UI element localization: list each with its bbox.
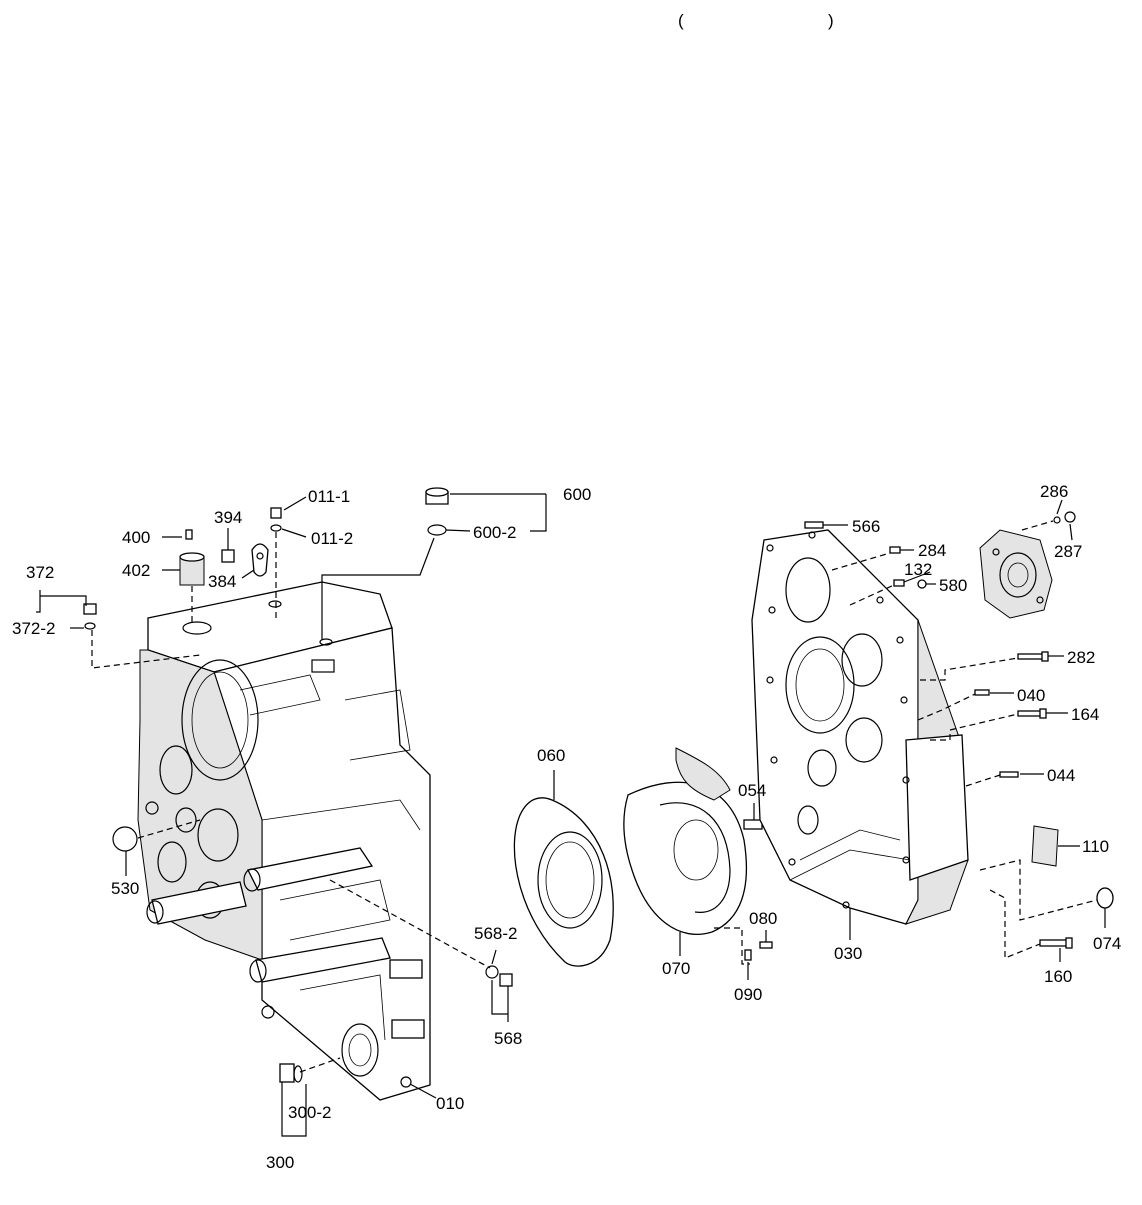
label-384: 384 (208, 572, 236, 591)
pump-housing (979, 529, 1053, 619)
bolt-282 (1017, 651, 1049, 662)
leader-090-dash (714, 927, 750, 965)
label-160: 160 (1044, 967, 1072, 986)
sleeve-402 (179, 552, 205, 586)
oring-568-2 (485, 965, 499, 979)
cap-074 (1096, 887, 1114, 909)
bolt-284 (889, 546, 901, 554)
label-080: 080 (749, 909, 777, 928)
transmission-cover-030 (751, 529, 969, 925)
label-164: 164 (1071, 705, 1099, 724)
label-566: 566 (852, 517, 880, 536)
leader-lines-right (823, 499, 1106, 962)
oring-530 (112, 826, 138, 852)
label-011-2: 011-2 (311, 529, 353, 548)
leader-lines-left (36, 493, 547, 1137)
label-580: 580 (939, 576, 967, 595)
label-530: 530 (111, 879, 139, 898)
label-372-2: 372-2 (12, 619, 55, 638)
screw-090 (744, 949, 752, 961)
screw-080 (759, 941, 773, 949)
washer-011-2 (270, 524, 282, 532)
label-030: 030 (834, 944, 862, 963)
header-fragment-left: ( (678, 11, 684, 30)
plug-600 (425, 487, 449, 505)
bracket-384 (251, 543, 269, 577)
bolt-011-1 (270, 507, 282, 519)
label-286: 286 (1040, 482, 1068, 501)
bolt-132 (893, 579, 905, 587)
cover-070 (623, 747, 748, 936)
label-040: 040 (1017, 686, 1045, 705)
label-402: 402 (122, 561, 150, 580)
label-568: 568 (494, 1029, 522, 1048)
label-011-1: 011-1 (308, 487, 350, 506)
label-300: 300 (266, 1153, 294, 1172)
bolt-160 (1039, 937, 1073, 949)
label-074: 074 (1093, 934, 1121, 953)
plug-300 (279, 1063, 295, 1083)
header-fragment-right: ) (828, 11, 834, 30)
washer-286 (1053, 516, 1061, 524)
pin-566 (804, 521, 824, 529)
label-394: 394 (214, 508, 242, 527)
screw-400 (185, 529, 193, 540)
label-132: 132 (904, 560, 932, 579)
label-010: 010 (436, 1094, 464, 1113)
plug-568 (499, 973, 513, 987)
label-400: 400 (122, 528, 150, 547)
label-600-2: 600-2 (473, 523, 516, 542)
washer-372-2 (84, 622, 96, 630)
label-054: 054 (738, 781, 766, 800)
label-070: 070 (662, 959, 690, 978)
bolt-040 (974, 689, 990, 696)
seal-300-2 (293, 1065, 303, 1083)
gasket-060 (513, 797, 614, 967)
part-labels: 600 600-2 011-1 011-2 394 400 402 384 37… (12, 482, 1121, 1172)
label-090: 090 (734, 985, 762, 1004)
bolt-164 (1017, 708, 1047, 719)
label-287: 287 (1054, 542, 1082, 561)
plug-372 (83, 603, 97, 615)
label-060: 060 (537, 746, 565, 765)
bolt-044 (999, 771, 1019, 778)
label-284: 284 (918, 541, 946, 560)
label-300-2: 300-2 (288, 1103, 331, 1122)
label-044: 044 (1047, 766, 1075, 785)
nut-287 (1064, 511, 1076, 523)
label-282: 282 (1067, 648, 1095, 667)
pin-054 (743, 819, 763, 830)
fitting-394 (221, 549, 235, 563)
label-568-2: 568-2 (474, 924, 517, 943)
plug-580 (917, 579, 927, 589)
oring-600-2 (427, 524, 447, 536)
label-372: 372 (26, 563, 54, 582)
label-110: 110 (1082, 837, 1109, 856)
transmission-housing-010 (137, 581, 431, 1101)
plate-110 (1031, 825, 1059, 867)
label-600: 600 (563, 485, 591, 504)
